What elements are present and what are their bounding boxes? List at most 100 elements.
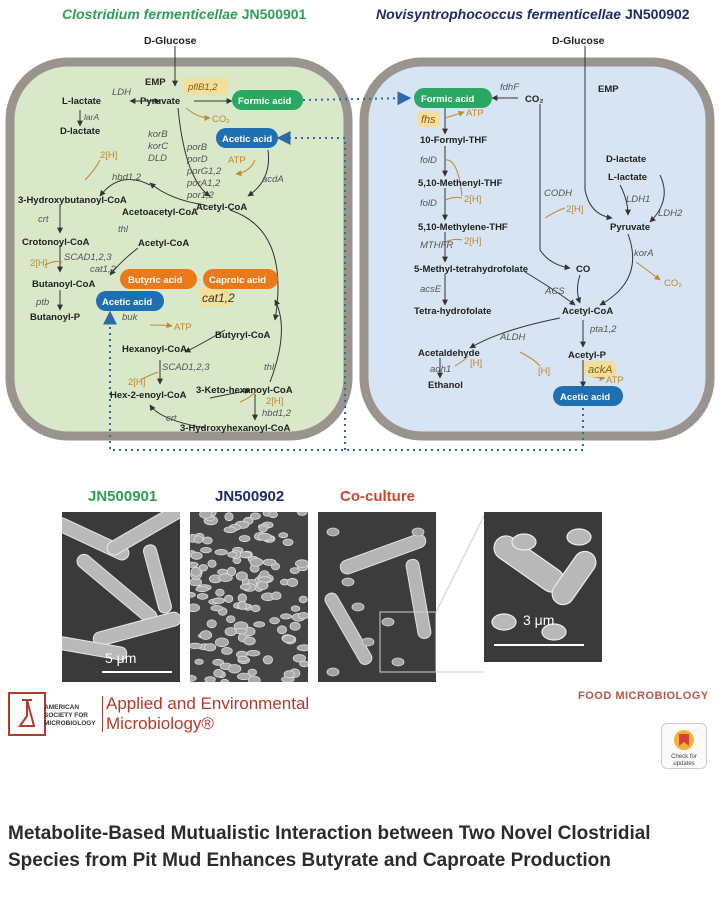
left-2h-4: 2[H] [266,396,283,407]
left-porb: porB [186,142,208,153]
micrograph-label-co-culture: Co-culture [340,488,415,505]
left-thl: thl [118,224,129,235]
coccus-cell [214,549,228,556]
coccus-cell [223,526,237,534]
right-cell [359,57,715,441]
coccus-cell [257,576,272,583]
right-co2-2: CO₂ [664,278,682,289]
left-acetyl-coa-inner: Acetyl-CoA [138,238,189,249]
coccus-cell [199,630,213,640]
coccus-cell [190,674,197,682]
right-2h-2: 2[H] [464,236,481,247]
right-pyruvate: Pyruvate [610,222,650,233]
coccus-cell [277,625,288,635]
left-acetyl-coa: Acetyl-CoA [196,202,247,213]
coccus-cell [280,613,293,620]
coccus-cell [289,567,300,574]
coccus-cell [283,670,295,679]
left-acetoacetyl-coa: Acetoacetyl-CoA [122,207,198,218]
micrograph-jn500902 [190,512,308,682]
left-pord: porD [186,154,208,165]
coccus-cell [213,669,224,678]
right-strain-name: JN500902 [624,6,690,22]
left-korb: korB [148,129,168,140]
right-fold-1: folD [420,155,437,166]
left-2h-2: 2[H] [30,258,47,269]
left-por1: por1,2 [186,190,215,201]
left-dld: DLD [148,153,167,164]
coccus-cell [204,676,216,682]
coccus-cell [236,672,252,681]
coccus-cell [268,512,278,519]
coccus-cell [227,551,238,558]
coccus-cell [194,658,204,665]
left-hexanoyl-coa: Hexanoyl-CoA [122,344,187,355]
right-d-glucose: D-Glucose [552,35,605,47]
coccus-cell [195,586,209,593]
left-3-keto-hexanoyl-coa: 3-Keto-hexanoyl-CoA [196,385,293,396]
right-acka: ackA [588,364,612,376]
left-d-glucose: D-Glucose [144,35,197,47]
coccus-cell [226,615,236,623]
metabolic-pathway-diagram: D-Glucose EMP Pyruvate LDH L-lactate lar… [5,35,715,451]
coccus-cell [299,660,308,668]
coccus-cell [215,588,225,597]
coccus-cell [243,636,256,646]
left-formic-acid: Formic acid [238,96,292,107]
coccus-cell [257,532,272,541]
right-codh: CODH [544,188,572,199]
right-species-title: Novisyntrophococcus fermenticellae JN500… [376,6,690,22]
section-label: FOOD MICROBIOLOGY [578,690,709,702]
coccus-cell [253,621,266,628]
left-lara: larA [84,112,99,122]
coccus-cell [292,654,307,663]
micrograph-zoom-inset [484,512,602,662]
zoom-connector-lines [436,515,485,673]
paper-title: Metabolite-Based Mutualistic Interaction… [8,823,651,871]
left-cell [5,57,353,441]
right-atp: ATP [466,108,484,119]
left-strain-name: JN500901 [241,6,307,22]
coccus-cell [190,551,203,560]
right-d-lactate: D-lactate [606,154,646,165]
right-acetic-acid: Acetic acid [560,392,610,403]
scale-bar-5um: 5 μm [105,650,137,666]
coccus-cell [224,627,237,637]
left-hbd: hbd1,2 [112,172,142,183]
check-for-updates-badge[interactable]: Check for updates [661,723,707,769]
coccus-cell [202,536,213,545]
coccus-cell [262,655,274,665]
coccus-cell [250,604,261,613]
left-species-name: Clostridium fermenticellae [62,6,238,22]
left-acetic-acid-pill-2 [96,291,164,311]
right-aldh: ALDH [499,332,525,343]
left-formic-acid-pill [232,90,303,110]
coccus-cell [239,583,251,591]
left-hbd-2: hbd1,2 [262,408,292,419]
fhs-highlight [418,111,440,127]
asm-line-1: AMERICAN [44,704,80,711]
right-2h-3: 2[H] [566,204,583,215]
caproic-acid-pill [203,269,278,289]
coccus-cell [227,664,242,674]
left-species-title: Clostridium fermenticellae JN500901 [62,6,306,22]
right-formic-acid-pill [414,88,492,108]
right-fold-2: folD [420,198,437,209]
right-acetyl-p: Acetyl-P [568,350,607,361]
left-co2: CO₂ [212,114,230,125]
right-fhs: fhs [421,114,436,126]
coccus-cell [248,675,261,682]
right-formic-acid: Formic acid [421,94,475,105]
left-l-lactate: L-lactate [62,96,101,107]
right-acetic-acid-pill [553,386,623,406]
left-caproic-acid: Caproic acid [209,275,266,286]
left-crotonoyl-coa: Crotonoyl-CoA [22,237,90,248]
left-atp-2: ATP [174,322,192,333]
coccus-cell [190,591,196,598]
coccus-cell [214,637,229,648]
micrograph-label-jn500902: JN500902 [215,488,285,505]
asm-line-2: SOCIETY FOR [44,712,88,719]
right-acetaldehyde: Acetaldehyde [418,348,480,359]
coccus-cell [256,580,269,591]
coccus-cell [224,512,234,522]
